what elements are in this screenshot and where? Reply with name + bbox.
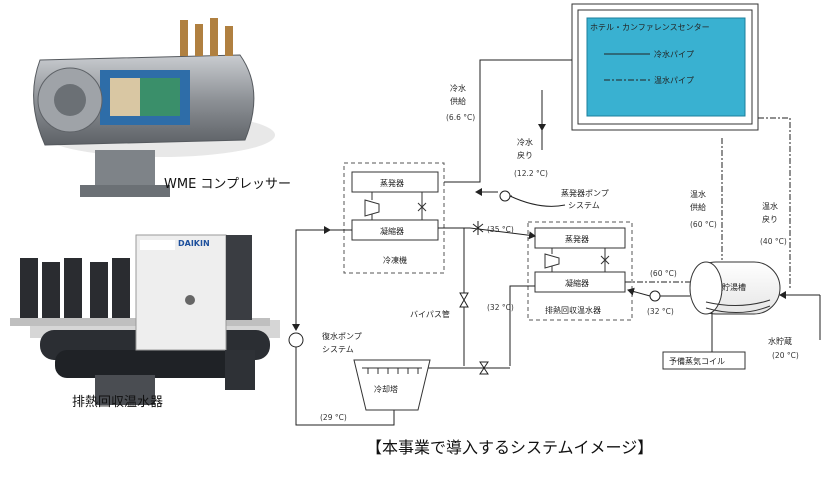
chiller-evaporator-label: 蒸発器 [380,178,404,188]
heat-recovery-photo [10,234,280,405]
recovery-condenser-label: 凝縮器 [565,278,589,288]
storage-tank-label: 貯湯槽 [722,282,746,292]
cold-supply-label-1: 冷水 [450,83,466,93]
recovery-evaporator-label: 蒸発器 [565,234,589,244]
water-storage-temp: (20 °C) [772,351,799,360]
heat-recovery-caption: 排熱回収温水器 [72,395,163,410]
bypass-valve-icon [459,292,469,308]
cold-return-label-1: 冷水 [517,137,533,147]
hot-supply-label-1: 温水 [690,189,706,199]
compressor-caption: WME コンプレッサー [164,177,291,192]
return-pump-label-1: 復水ポンプ [322,331,362,341]
recovery-to-tower-temp: (32 °C) [487,303,514,312]
recovery-out-temp: (60 °C) [650,269,677,278]
backup-coil-label: 予備蒸気コイル [669,356,725,366]
hotel-inner-frame [577,9,753,125]
recovery-in-temp: (32 °C) [647,307,674,316]
hot-return-label-2: 戻り [762,214,778,224]
hotel-title: ホテル・カンファレンスセンター [590,23,710,32]
condenser-out-temp: (35 °C) [487,225,514,234]
water-storage-label: 水貯蔵 [768,336,792,346]
chiller-name: 冷凍機 [383,255,407,265]
backup-coil-box [662,351,746,370]
hot-supply-temp: (60 °C) [690,220,717,229]
recovery-pump-icon [649,290,661,302]
bypass-label: バイパス管 [410,309,450,319]
legend-cold-label: 冷水パイプ [654,49,694,59]
cooling-tower [353,359,431,411]
evap-pump-label-1: 蒸発器ポンプ [561,188,609,198]
cold-return-temp: (12.2 °C) [514,169,548,178]
recovery-name: 排熱回収温水器 [545,305,601,315]
tower-out-temp: (29 °C) [320,413,347,422]
compressor-photo [33,18,275,197]
hot-supply-label-2: 供給 [690,202,706,212]
return-pump-icon [288,332,304,348]
cold-supply-temp: (6.6 °C) [446,113,475,122]
chiller-compressor-icon [364,199,380,217]
chiller-group [343,162,445,274]
cold-supply-label-2: 供給 [450,96,466,106]
chiller-condenser-label: 凝縮器 [380,226,404,236]
hot-return-temp: (40 °C) [760,237,787,246]
cold-return-label-2: 戻り [517,150,533,160]
legend-hot-label: 温水パイプ [654,75,694,85]
figure-caption: 【本事業で導入するシステムイメージ】 [366,438,654,457]
recovery-group [527,221,633,321]
hotel-panel [586,17,746,117]
chiller-evaporator [351,171,439,193]
cooling-tower-label: 冷却塔 [374,384,398,394]
hot-return-label-1: 温水 [762,201,778,211]
cold-supply-pipe [444,59,572,183]
hot-return-pipe [758,117,791,290]
return-pump-label-2: システム [322,345,354,354]
brand-logo: DAIKIN [178,239,210,248]
recovery-compressor-icon [544,253,560,269]
evap-pump-label-2: システム [568,201,600,210]
evaporator-pump-icon [499,190,511,202]
